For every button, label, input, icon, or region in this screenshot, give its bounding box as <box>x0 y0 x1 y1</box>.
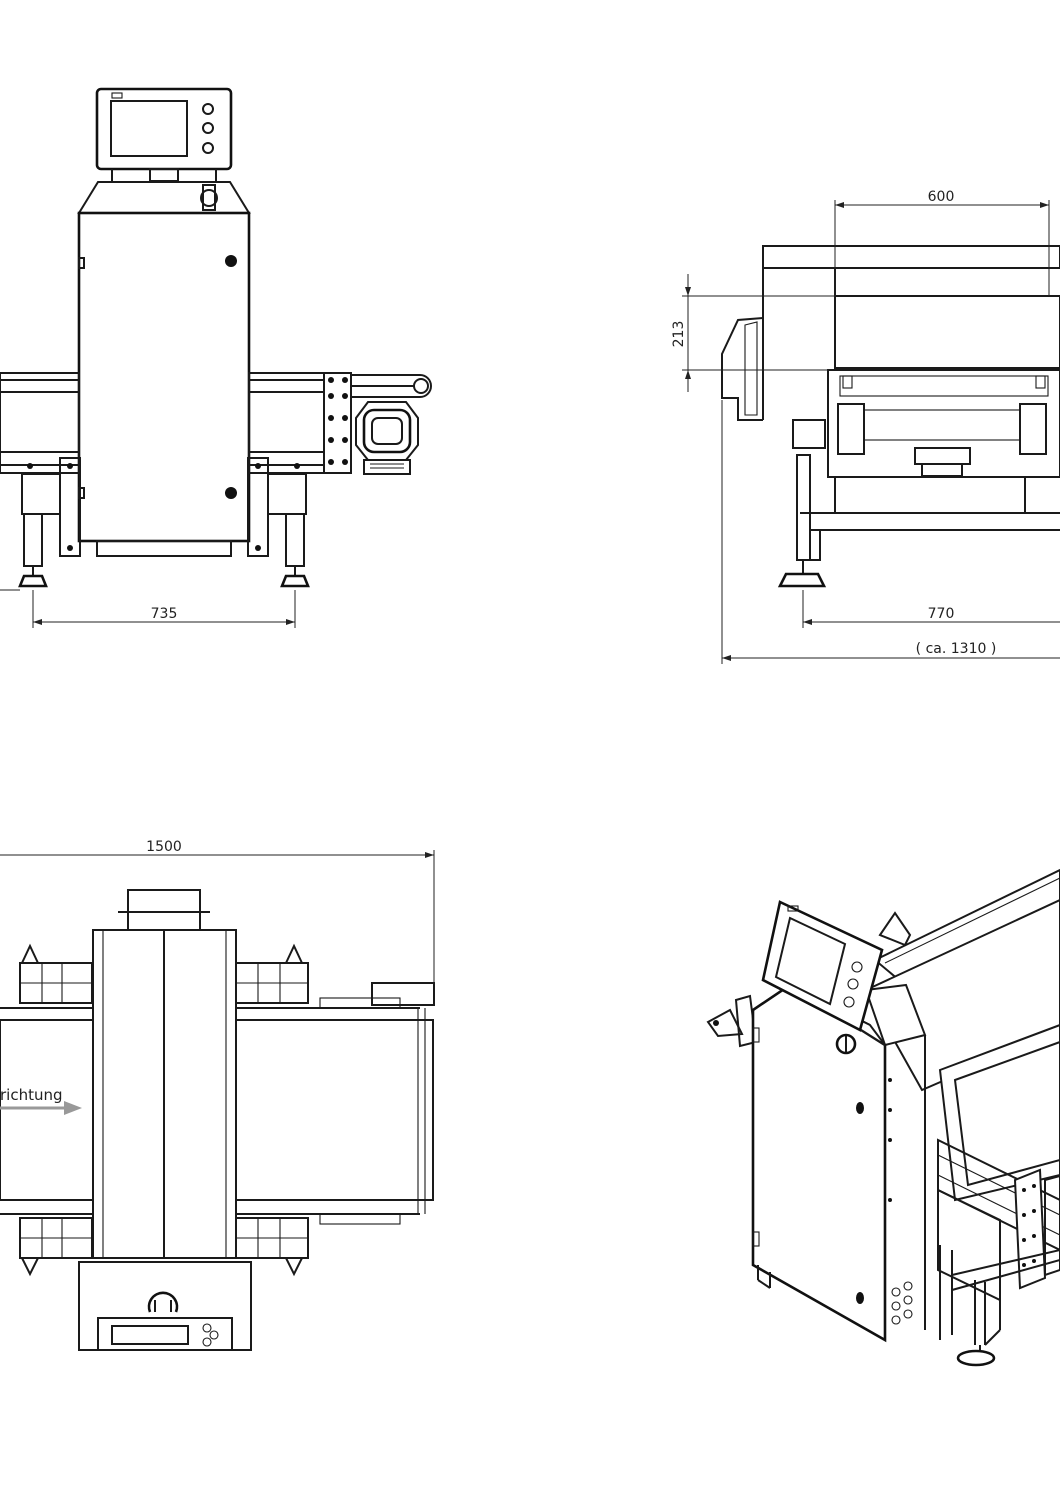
dimension-side-overall: ( ca. 1310 ) <box>721 400 1060 664</box>
side-view: 600 213 770 ( ca. 1310 ) <box>671 189 1060 664</box>
dimension-side-leg-span: 770 <box>802 590 1060 628</box>
front-monitor <box>95 87 233 182</box>
flow-direction-arrow <box>0 1101 82 1115</box>
dimension-side-aperture-width: 600 <box>834 189 1050 296</box>
dimension-label-ca-1310: ( ca. 1310 ) <box>916 641 997 657</box>
dimension-side-aperture-height: 213 <box>671 274 835 392</box>
dimension-front-width: 735 <box>0 589 296 628</box>
front-view: 735 <box>0 87 432 628</box>
dimension-top-overall-length: 1500 <box>0 839 435 985</box>
top-view: richtung 1500 <box>0 839 435 1351</box>
front-cabinet <box>77 181 251 557</box>
dimension-label-735: 735 <box>151 606 178 622</box>
dimension-label-213: 213 <box>671 321 687 348</box>
isometric-view <box>706 868 1060 1367</box>
isometric-monitor <box>761 900 884 1032</box>
front-conveyor <box>0 372 432 475</box>
dimension-label-600: 600 <box>928 189 955 205</box>
front-motor <box>355 401 419 475</box>
dimension-label-770: 770 <box>928 606 955 622</box>
flow-direction-label: richtung <box>0 1086 63 1104</box>
front-legs <box>18 457 310 588</box>
dimension-label-1500: 1500 <box>146 839 182 855</box>
